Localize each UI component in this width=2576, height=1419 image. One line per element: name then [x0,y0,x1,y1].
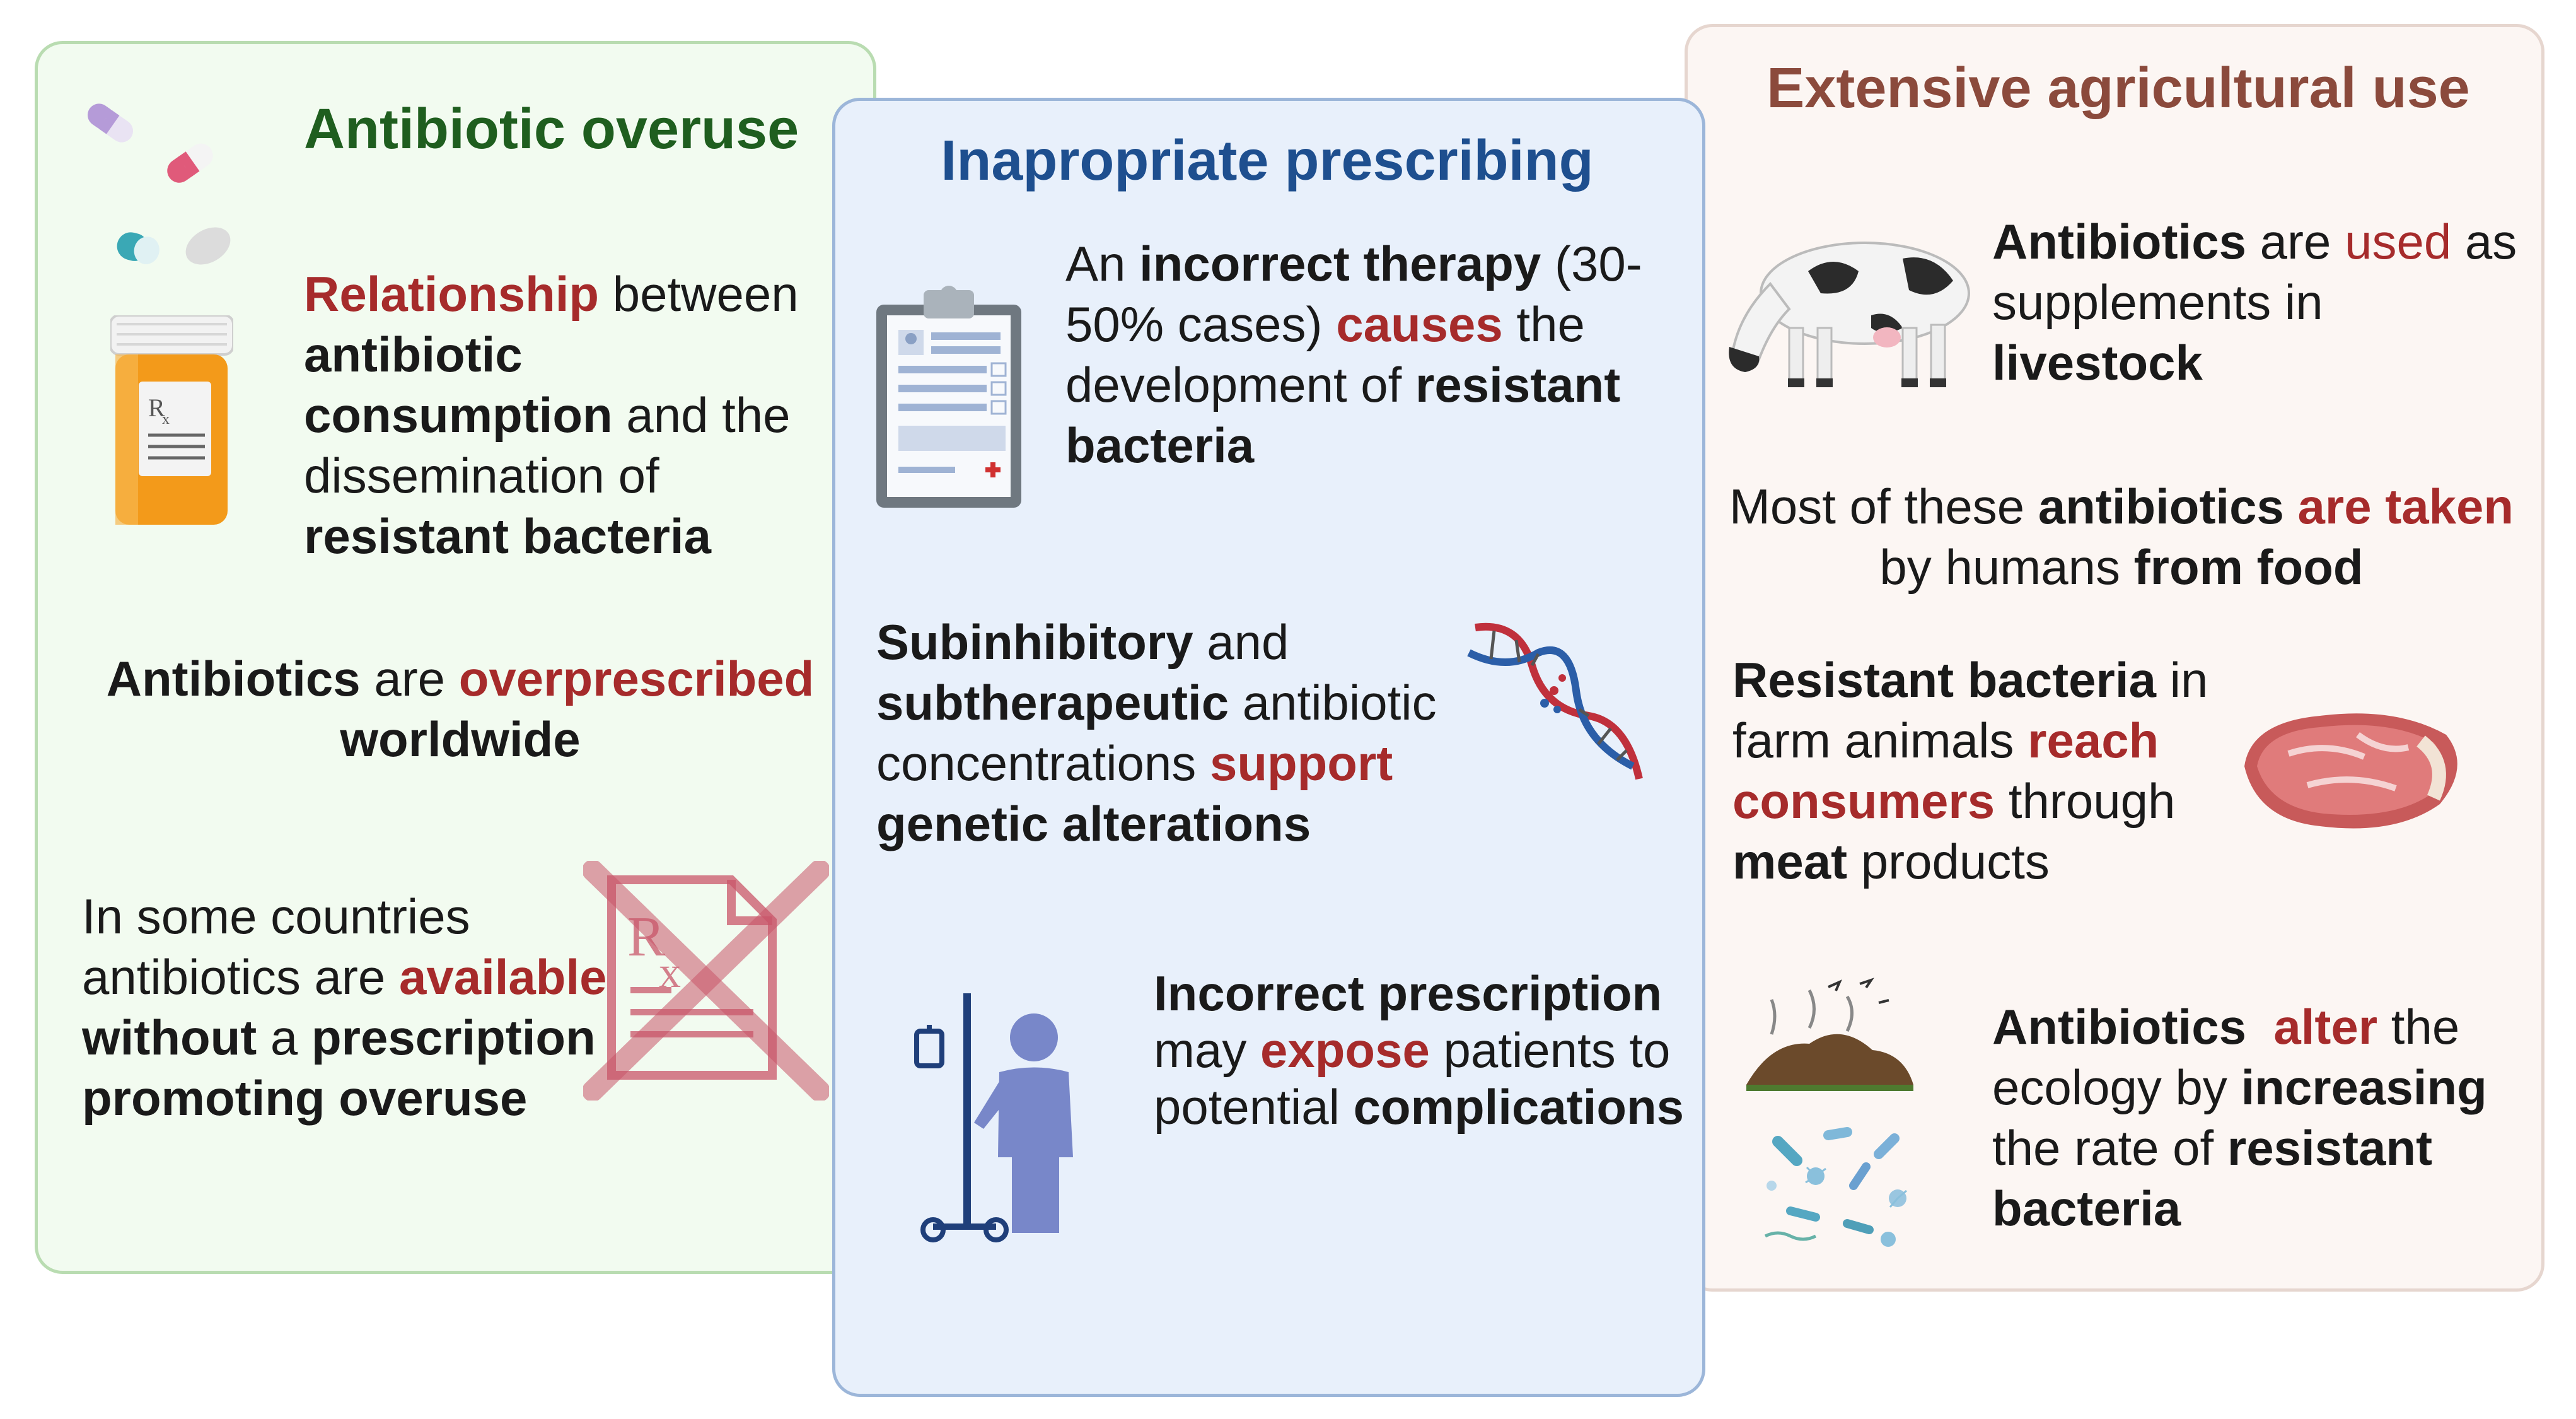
countries-text: In some countries antibiotics are availa… [82,889,607,1126]
ecology-text: Antibiotics alter the ecology by increas… [1992,999,2487,1236]
agriculture-title: Extensive agricultural use [1767,57,2470,120]
dna-icon [1467,622,1643,780]
panel-antibiotic-overuse [35,41,876,1274]
soil-icon [1746,978,1913,1091]
panel-agricultural-use [1685,24,2544,1292]
patient-iv-icon [914,993,1073,1242]
livestock-text: Antibiotics are used as supplements in l… [1992,214,2517,390]
relationship-text: Relationship between antibiotic consumpt… [304,266,799,564]
bacteria-icon [1764,1127,1907,1247]
steak-icon [2244,713,2457,829]
therapy-text: An incorrect therapy (30-50% cases) caus… [1065,236,1642,473]
rx-mark: R [148,394,165,422]
clipboard-icon [876,286,1021,508]
pill-bottle-icon: R x [110,315,233,525]
crossed-prescription-icon: R x [583,861,829,1101]
svg-text:x: x [162,411,170,428]
subinhibitory-text: Subinhibitory and subtherapeutic antibio… [876,614,1437,851]
cow-icon [1729,242,1970,387]
overuse-title: Antibiotic overuse [304,98,799,161]
pills-icon [87,103,231,265]
prescribing-title: Inapropriate prescribing [941,129,1594,192]
incorrect-text: Incorrect prescription may expose patien… [1154,966,1685,1135]
meat-text: Resistant bacteria in farm animals reach… [1732,652,2208,889]
